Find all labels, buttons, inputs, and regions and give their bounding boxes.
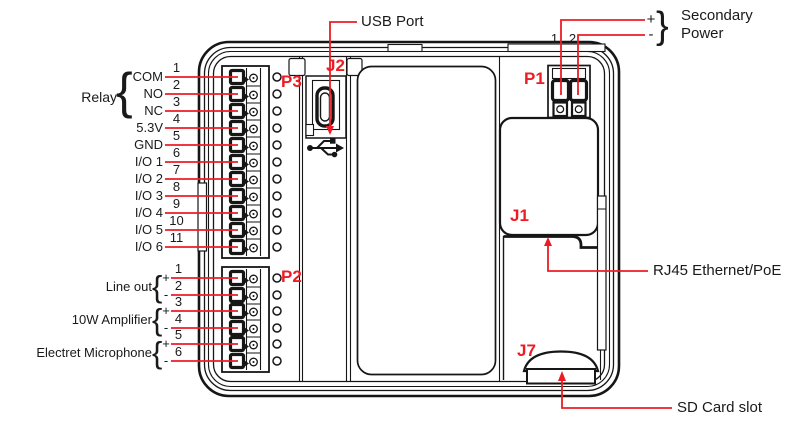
- rj45-callout-line: [547, 244, 648, 272]
- p2-pin-sign-2: -: [163, 287, 169, 302]
- p2-pin-number-1: 1: [174, 261, 183, 276]
- p3-pin-label-8: I/O 3: [134, 188, 163, 203]
- p3-pin-label-4: 5.3V: [136, 120, 163, 135]
- usb-tab-right: [346, 57, 363, 77]
- p2-pin-number-5: 5: [174, 327, 183, 342]
- power-brace: }: [656, 5, 669, 47]
- p2-pin-number-3: 3: [174, 294, 183, 309]
- p3-pin-label-9: I/O 4: [134, 205, 163, 220]
- sd-callout-arrow: [558, 371, 566, 381]
- p3-pin-number-1: 1: [172, 60, 181, 75]
- p1-pin-number-1: 1: [550, 31, 559, 46]
- usb-callout-arrow: [326, 126, 334, 135]
- terminal-blocks: [165, 65, 282, 373]
- power-minus-sign: -: [648, 26, 654, 43]
- usb-strip: [298, 57, 352, 381]
- p3-pin-number-7: 7: [172, 162, 181, 177]
- p3-pin-number-8: 8: [172, 179, 181, 194]
- p1-pin-number-2: 2: [568, 31, 577, 46]
- secondary-power-callout-line1: Secondary: [681, 7, 753, 24]
- secondary-power-callout-line2: Power: [681, 25, 724, 42]
- p2-group-label: Line out: [105, 278, 152, 294]
- usb-trident-icon: [307, 138, 344, 158]
- p3-pin-number-5: 5: [172, 128, 181, 143]
- rj45-callout: RJ45 Ethernet/PoE: [653, 262, 782, 279]
- usb-callout-line: [329, 21, 357, 127]
- p3-pin-label-1: COM: [132, 69, 163, 84]
- p2-pin-sign-5: +: [162, 336, 170, 351]
- connector-label-p3: P3: [281, 72, 302, 91]
- case-top-tab-small: [387, 43, 423, 53]
- case-left-slot: [197, 182, 208, 252]
- p2-group-label: 10W Amplifier: [71, 311, 152, 327]
- power-plus-sign: +: [646, 11, 656, 28]
- p2-group-brace: {: [152, 268, 163, 304]
- p3-pin-label-2: NO: [143, 86, 164, 101]
- p3-pin-label-6: I/O 1: [134, 154, 163, 169]
- p3-pin-label-10: I/O 5: [134, 222, 163, 237]
- p3-pin-number-10: 10: [169, 213, 184, 228]
- sd-card-callout: SD Card slot: [677, 399, 763, 416]
- relay-brace: {: [116, 63, 133, 119]
- usb-tab-left: [288, 57, 306, 77]
- connector-label-j1: J1: [510, 206, 529, 225]
- p2-group-brace: {: [152, 301, 163, 337]
- p2-pin-number-4: 4: [174, 311, 183, 326]
- relay-group-label: Relay: [81, 89, 117, 105]
- p3-pin-number-3: 3: [172, 94, 181, 109]
- p2-pin-sign-6: -: [163, 353, 169, 368]
- p3-pin-number-2: 2: [172, 77, 181, 92]
- p2-group-brace: {: [152, 334, 163, 370]
- p3-pin-label-5: GND: [134, 137, 163, 152]
- p3-pin-number-11: 11: [169, 230, 184, 245]
- central-panel: [356, 57, 501, 381]
- usb-housing-notch: [305, 123, 315, 137]
- p3-pin-number-6: 6: [172, 145, 181, 160]
- p3-pin-label-7: I/O 2: [134, 171, 163, 186]
- callout-lines: [326, 19, 672, 409]
- connector-label-j7: J7: [517, 341, 536, 360]
- usb-port-callout: USB Port: [361, 13, 424, 30]
- p2-pin-sign-3: +: [162, 303, 170, 318]
- power-minus-line: [577, 34, 645, 95]
- p3-pin-number-9: 9: [172, 196, 181, 211]
- sd-card-slot-j7: [522, 350, 600, 385]
- sd-callout-line: [561, 379, 672, 409]
- connector-label-p2: P2: [281, 267, 302, 286]
- rj45-callout-arrow: [544, 237, 552, 246]
- p3-pin-label-3: NC: [144, 103, 163, 118]
- side-latch: [596, 195, 607, 351]
- p3-pin-number-4: 4: [172, 111, 181, 126]
- connector-label-p1: P1: [524, 69, 545, 88]
- p2-pin-sign-4: -: [163, 320, 169, 335]
- connector-label-j2: J2: [326, 56, 345, 75]
- power-connector-p1: [547, 64, 591, 119]
- p3-pin-label-11: I/O 6: [134, 239, 163, 254]
- p2-pin-number-6: 6: [174, 344, 183, 359]
- power-plus-line: [560, 19, 645, 95]
- p2-group-label: Electret Microphone: [36, 344, 152, 360]
- p2-pin-number-2: 2: [174, 278, 183, 293]
- case-top-tab-wide: [507, 43, 606, 53]
- ethernet-module-j1: [498, 116, 607, 380]
- usb-port-j2: [288, 57, 363, 139]
- p2-pin-sign-1: +: [162, 270, 170, 285]
